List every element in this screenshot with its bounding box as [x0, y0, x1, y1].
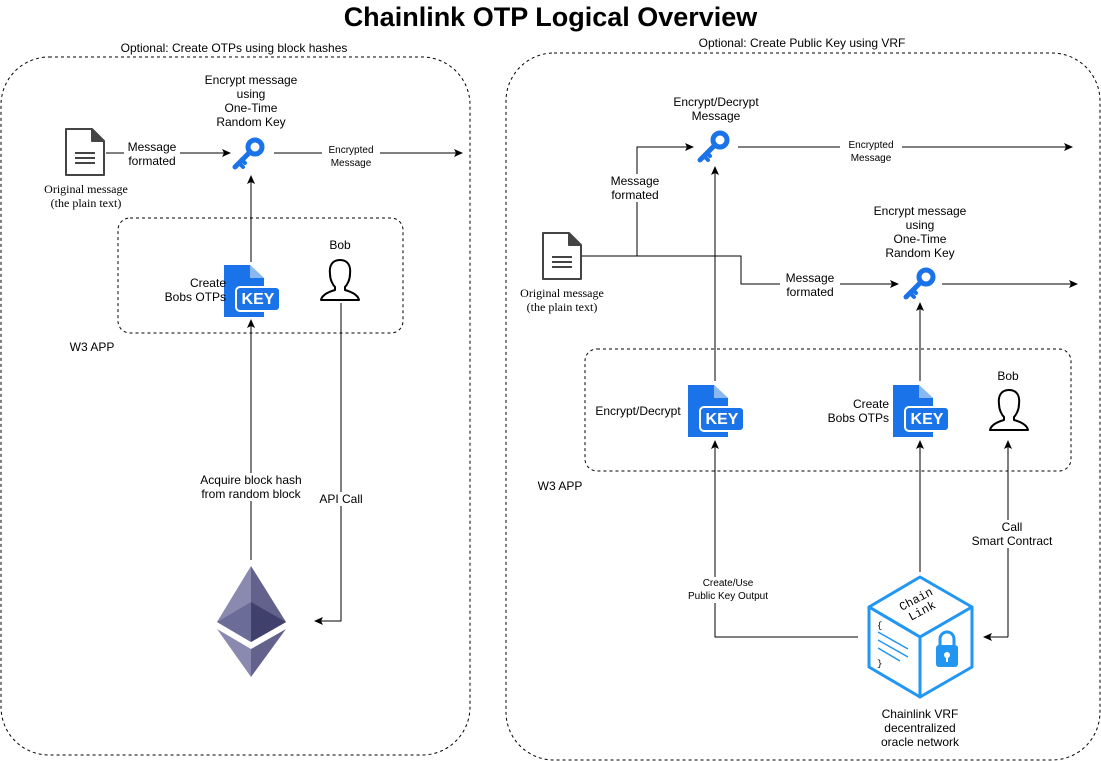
right-encrypt-decrypt-label: Encrypt/Decrypt [595, 404, 681, 418]
right-key-file-icon-decrypt: KEY [687, 384, 745, 438]
right-original-message-label: Original message (the plain text) [520, 286, 604, 314]
right-w3app-label: W3 APP [537, 479, 583, 493]
right-public-key-label: Create/Use Public Key Output [672, 577, 784, 603]
left-message-formated-label: Message formated [124, 140, 180, 168]
left-key-text: KEY [242, 291, 275, 308]
left-key-icon [235, 140, 262, 167]
left-bob-user-icon [320, 259, 360, 301]
left-document-icon [65, 128, 105, 176]
left-original-message-label: Original message (the plain text) [44, 182, 128, 210]
right-bob-user-icon [989, 389, 1029, 431]
left-encrypted-message-label: Encrypted Message [322, 144, 380, 170]
right-panel-caption: Optional: Create Public Key using VRF [698, 36, 906, 50]
right-document-icon [542, 232, 582, 280]
right-encrypted-message-label: Encrypted Message [840, 139, 902, 165]
right-smart-contract-label: Call Smart Contract [964, 520, 1060, 548]
right-key-text-otp: KEY [911, 411, 944, 428]
left-panel-caption: Optional: Create OTPs using block hashes [120, 41, 348, 55]
chainlink-cube-icon: Chain Link { } [867, 575, 974, 699]
right-w3app-box [584, 348, 1072, 472]
ethereum-icon [217, 566, 286, 677]
right-encrypt-label: Encrypt message using One-Time Random Ke… [873, 204, 967, 260]
right-key-icon-top [700, 133, 727, 160]
left-w3app-box [117, 217, 404, 334]
left-acquire-block-hash-label: Acquire block hash from random block [188, 473, 314, 501]
chainlink-vrf-label: Chainlink VRF decentralized oracle netwo… [880, 707, 960, 749]
right-create-otps-label: Create Bobs OTPs [827, 397, 889, 425]
left-bob-label: Bob [329, 238, 351, 252]
left-encrypt-label: Encrypt message using One-Time Random Ke… [204, 73, 298, 129]
right-key-file-icon-otp: KEY [892, 384, 950, 438]
right-arrow-doc-to-mid-key [582, 255, 899, 288]
right-message-formated-lower-label: Message formated [780, 271, 840, 299]
right-key-icon-mid [906, 270, 933, 297]
right-bob-label: Bob [997, 369, 1019, 383]
right-panel-border [505, 52, 1101, 761]
right-key-text-decrypt: KEY [706, 411, 739, 428]
right-encrypt-decrypt-message-label: Encrypt/Decrypt Message [673, 95, 759, 123]
left-panel-border [0, 56, 471, 756]
left-key-file-icon: KEY [223, 264, 281, 318]
page-title: Chainlink OTP Logical Overview [343, 2, 758, 32]
left-w3app-label: W3 APP [69, 340, 115, 354]
svg-text:{: { [877, 621, 882, 631]
right-message-formated-upper-label: Message formated [604, 174, 666, 202]
left-arrow-api-call [314, 303, 342, 625]
right-arrow-public-key [711, 440, 858, 638]
svg-text:}: } [877, 659, 882, 669]
left-create-otps-label: Create Bobs OTPs [164, 276, 226, 304]
left-api-call-label: API Call [315, 492, 367, 506]
